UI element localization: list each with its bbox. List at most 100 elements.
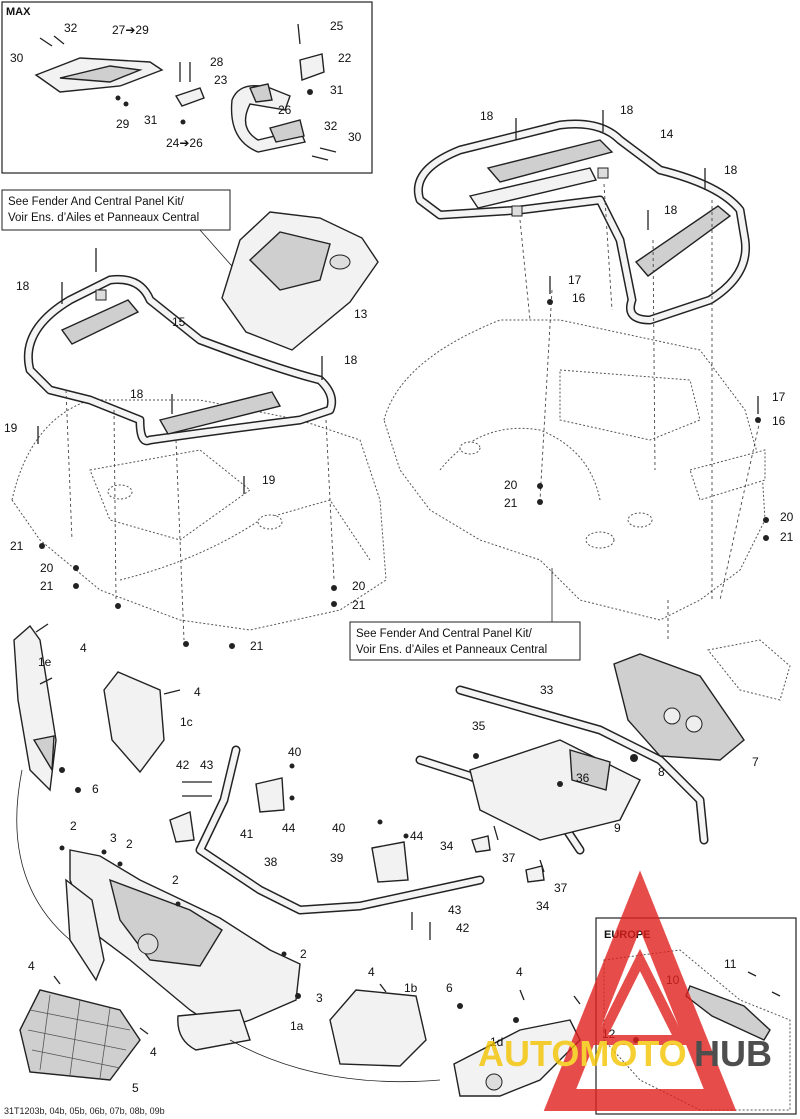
frame-label: 41 [240,827,254,841]
frame-label: 35 [472,719,486,733]
kit-note-top-line1: See Fender And Central Panel Kit/ [8,196,185,208]
front-label: 19 [262,473,276,487]
front-label: 20 [352,579,366,593]
front-body-label: 3 [110,831,117,845]
frame-label: 38 [264,855,278,869]
front-label: 15 [172,315,186,329]
frame-label: 7 [752,755,759,769]
max-label: 30 [348,130,362,144]
max-label: 31 [144,113,158,127]
frame-label: 8 [658,765,665,779]
front-label: 18 [16,279,30,293]
max-label: 24➔26 [166,136,203,150]
front-label: 21 [10,539,24,553]
kit-note-top: See Fender And Central Panel Kit/ Voir E… [1,189,263,301]
frame-label: 40 [332,821,346,835]
front-body-label: 6 [446,981,453,995]
kit-note-bottom-line2: Voir Ens. d’Ailes et Panneaux Central [356,644,547,656]
front-body-label: 5 [132,1081,139,1095]
rear-label: 20 [504,478,518,492]
front-label: 21 [250,639,264,653]
frame-label: 34 [536,899,550,913]
rear-label: 21 [504,496,518,510]
rear-label: 17 [568,273,582,287]
front-body-label: 4 [194,685,201,699]
front-body-label: 1a [290,1019,304,1033]
frame-label: 42 [456,921,470,935]
automotohub-watermark: AUTOMOTO HUB [478,870,772,1111]
footer-code: 31T1203b, 04b, 05b, 06b, 07b, 08b, 09b [4,1106,165,1116]
front-body-label: 3 [316,991,323,1005]
frame-label: 37 [554,881,568,895]
central-panel-13: 13 [221,211,379,351]
rear-rack-14: 18 18 14 18 18 17 16 17 16 20 21 20 21 [414,103,794,640]
frame-label: 36 [576,771,590,785]
max-label: 30 [10,51,24,65]
watermark-brand-part2: HUB [694,1033,772,1074]
max-label: 27➔29 [112,23,149,37]
kit-note-top-line2: Voir Ens. d’Ailes et Panneaux Central [8,212,199,224]
frame-label: 9 [614,821,621,835]
front-body-label: 4 [368,965,375,979]
front-body-label: 2 [300,947,307,961]
front-label: 19 [4,421,18,435]
watermark-brand-part1: AUTOMOTO [478,1033,687,1074]
front-body-label: 2 [126,837,133,851]
frame-label: 43 [200,758,214,772]
rear-label: 20 [780,510,794,524]
europe-label: 11 [724,957,737,971]
front-body-label: 1b [404,981,418,995]
max-label: 22 [338,51,352,65]
front-body-label: 6 [92,782,99,796]
frame-parts: 33 35 36 7 8 9 40 42 43 41 44 40 44 39 3… [169,639,791,940]
front-body-label: 4 [150,1045,157,1059]
front-label: 18 [344,353,358,367]
front-label: 13 [354,307,368,321]
frame-label: 44 [410,829,424,843]
front-label: 21 [352,598,366,612]
max-label: 32 [64,21,78,35]
rear-body-ghost [383,319,766,621]
max-label: 32 [324,119,338,133]
front-body-label: 4 [516,965,523,979]
front-body-label: 2 [70,819,77,833]
front-label: 20 [40,561,54,575]
front-body-label: 2 [172,873,179,887]
front-body-label: 4 [28,959,35,973]
frame-label: 33 [540,683,554,697]
front-body-label: 4 [80,641,87,655]
rear-label: 14 [660,127,674,141]
max-label: 23 [214,73,228,87]
max-label: 29 [116,117,130,131]
front-body-label: 1e [38,655,52,669]
front-label: 21 [40,579,54,593]
frame-label: 37 [502,851,516,865]
front-body-label: 1d [490,1035,503,1049]
rear-label: 18 [664,203,678,217]
rear-label: 16 [772,414,786,428]
kit-note-bottom: See Fender And Central Panel Kit/ Voir E… [349,568,581,661]
front-label: 18 [130,387,144,401]
rear-label: 17 [772,390,786,404]
rear-label: 21 [780,530,794,544]
rear-label: 18 [724,163,738,177]
max-label: 28 [210,55,224,69]
max-label: 26 [278,103,292,117]
max-label: 31 [330,83,344,97]
front-fascia-parts: 4 1e 1c 4 6 2 3 2 2 2 3 4 4 5 1a 4 1b 6 … [13,623,581,1097]
frame-label: 40 [288,745,302,759]
frame-label: 34 [440,839,454,853]
max-inset: MAX 30 32 27➔29 25 28 23 22 31 29 31 26 … [1,1,373,174]
front-rack-15: 18 15 18 18 19 19 21 20 21 20 21 21 [4,248,366,653]
frame-label: 39 [330,851,344,865]
frame-label: 43 [448,903,462,917]
front-body-label: 1c [180,715,193,729]
max-inset-title: MAX [6,6,31,18]
max-label: 25 [330,19,344,33]
frame-label: 42 [176,758,190,772]
rear-label: 16 [572,291,586,305]
rear-label: 18 [620,103,634,117]
frame-label: 44 [282,821,296,835]
rear-label: 18 [480,109,494,123]
